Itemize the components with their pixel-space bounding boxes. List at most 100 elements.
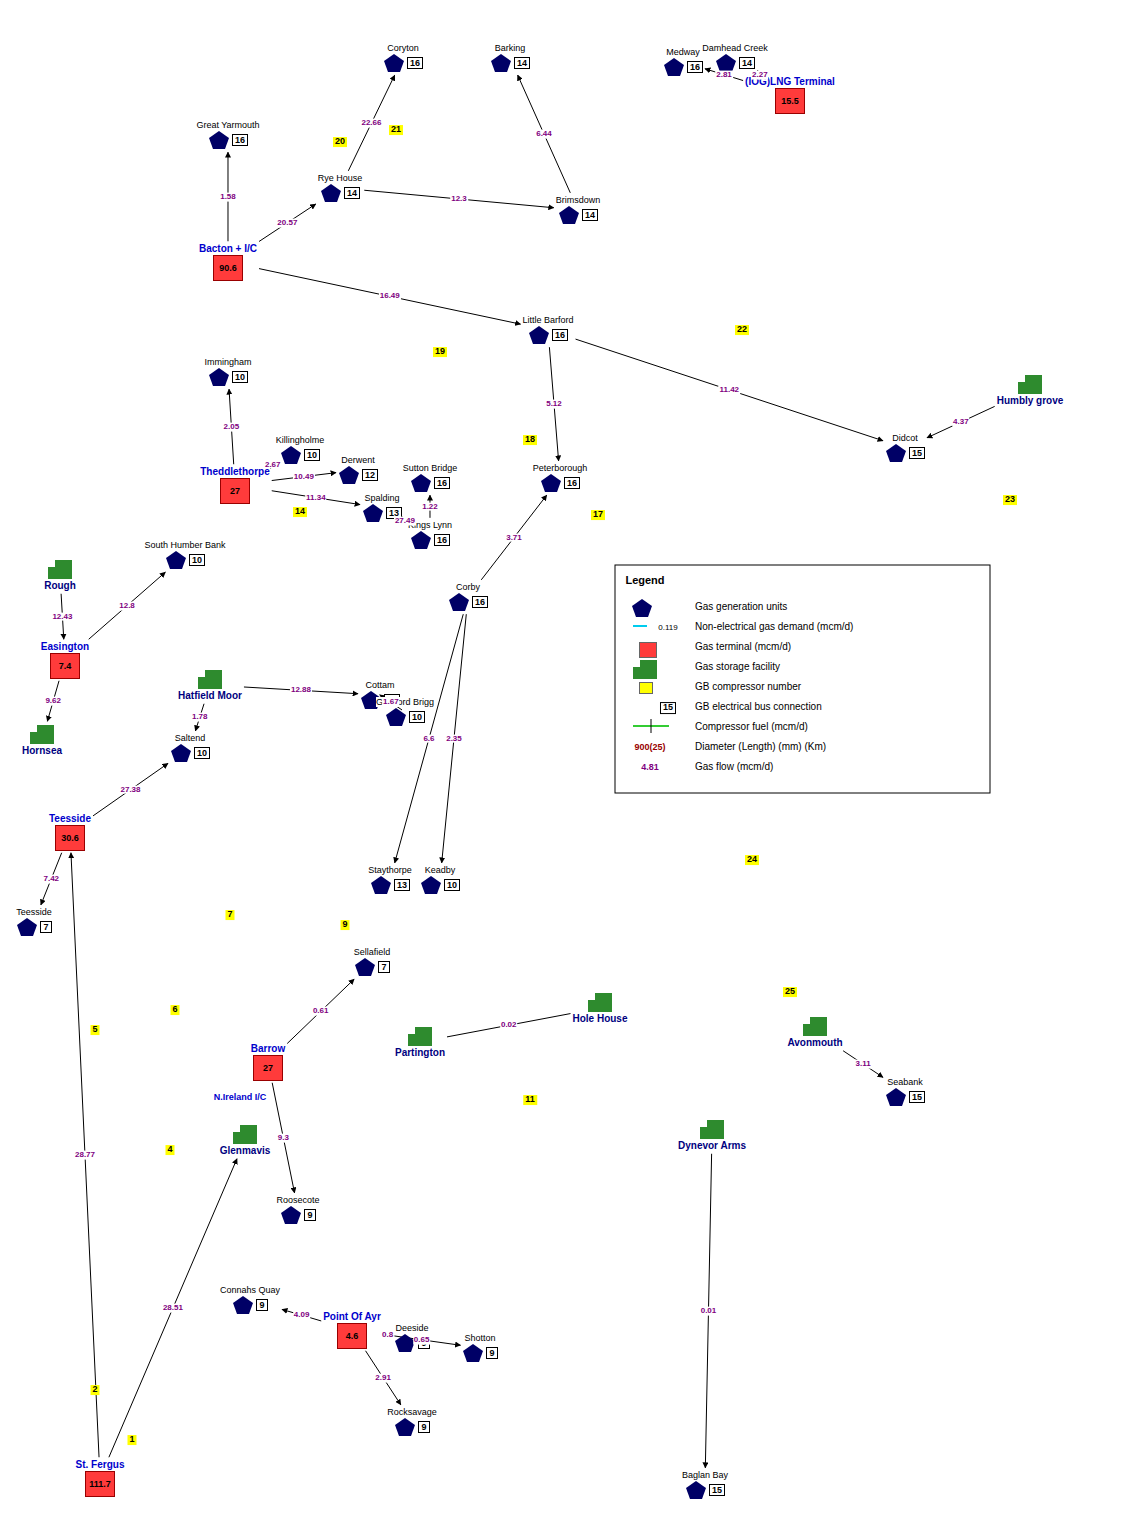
generation-icon (663, 57, 685, 77)
bus-number: 16 (564, 477, 580, 489)
sample-value: 4.81 (641, 763, 659, 773)
unit-row: 15 (685, 1480, 725, 1500)
generation-node: Keadby10 (420, 865, 460, 895)
pipeline (481, 495, 546, 580)
bus-number: 10 (189, 554, 205, 566)
unit-row: 10 (280, 445, 320, 465)
gas-flow: 3.11 (854, 1060, 871, 1069)
gas-flow: 16.49 (379, 292, 401, 301)
generation-icon (394, 1417, 416, 1437)
storage-node: Rough (44, 558, 76, 592)
fuel-tick (651, 719, 652, 733)
unit-name: Coryton (387, 43, 419, 53)
unit-name: Connahs Quay (220, 1285, 280, 1295)
storage-icon (46, 558, 74, 580)
pipeline (383, 1334, 461, 1345)
gas-flow: 2.91 (374, 1373, 392, 1382)
storage-name: Avonmouth (787, 1037, 842, 1049)
pipeline (364, 190, 553, 208)
generation-icon (462, 1343, 484, 1363)
terminal-node: Barrow27 (251, 1043, 285, 1081)
unit-row: 9 (280, 1205, 315, 1225)
terminal-supply: 15.5 (781, 96, 799, 106)
generation-shape (363, 504, 383, 522)
storage-node: Hole House (572, 991, 627, 1025)
unit-row: 7 (354, 957, 389, 977)
gas-flow: 6.44 (535, 130, 553, 139)
unit-row: 10 (208, 367, 248, 387)
pipeline (272, 473, 336, 481)
generation-icon (540, 473, 562, 493)
bus-number: 15 (909, 1091, 925, 1103)
storage-node: Dynevor Arms (678, 1118, 746, 1152)
unit-name: Sellafield (354, 947, 391, 957)
gas-flow: 2.05 (223, 422, 241, 431)
bus-number: 15 (909, 447, 925, 459)
compressor-number: 14 (293, 507, 307, 517)
gas-flow: 28.51 (162, 1304, 184, 1313)
terminal-name: Theddlethorpe (200, 466, 269, 478)
generation-node: Barking14 (490, 43, 530, 73)
generation-icon (410, 530, 432, 550)
generation-node: Connahs Quay 9 (220, 1285, 280, 1315)
storage-name: Glenmavis (220, 1145, 271, 1157)
storage-name: Rough (44, 580, 76, 592)
sample-value: 0.119 (658, 624, 677, 633)
storage-node: Avonmouth (787, 1015, 842, 1049)
unit-name: Rye House (318, 173, 363, 183)
generation-icon (280, 1205, 302, 1225)
unit-name: Keadby (425, 865, 456, 875)
unit-row: 16 (663, 57, 703, 77)
legend-text: Gas storage facility (695, 661, 780, 673)
unit-name: Derwent (341, 455, 375, 465)
unit-name: Spalding (364, 493, 399, 503)
unit-name: Sutton Bridge (403, 463, 458, 473)
gas-flow: 22.66 (360, 119, 382, 128)
pipeline (259, 269, 520, 325)
bus-number: 9 (418, 1421, 429, 1433)
legend-swatch (639, 682, 653, 694)
bus-number: 16 (687, 61, 703, 73)
generation-icon (385, 707, 407, 727)
generation-shape (233, 1296, 253, 1314)
compressor-number: 7 (225, 910, 234, 920)
compressor-number: 18 (523, 435, 537, 445)
unit-row: 9 (394, 1417, 429, 1437)
pipeline (259, 204, 316, 241)
unit-row: 7 (16, 917, 51, 937)
storage-icon (698, 1118, 726, 1140)
gas-flow: 2.81 (715, 70, 733, 79)
generation-icon (232, 1295, 254, 1315)
generation-node: Saltend10 (170, 733, 210, 763)
gas-flow: 0.02 (500, 1021, 518, 1030)
generation-icon (420, 875, 442, 895)
unit-name: Barking (495, 43, 526, 53)
bus-number: 12 (362, 469, 378, 481)
gas-flow: 4.37 (952, 418, 970, 427)
generation-icon (338, 465, 360, 485)
unit-name: Roosecote (276, 1195, 319, 1205)
terminal-square: 4.6 (337, 1323, 367, 1349)
terminal-square: 7.4 (50, 653, 80, 679)
bus-number: 9 (304, 1209, 315, 1221)
gas-flow: 1.58 (219, 192, 237, 201)
bus-number: 16 (434, 534, 450, 546)
storage-icon (1016, 373, 1044, 395)
unit-name: Baglan Bay (682, 1470, 728, 1480)
terminal-name: Teesside (49, 813, 91, 825)
terminal-name: Bacton + I/C (199, 243, 257, 255)
gas-flow: 11.34 (305, 493, 327, 502)
unit-row: 14 (558, 205, 598, 225)
generation-icon (558, 205, 580, 225)
bus-number: 9 (256, 1299, 267, 1311)
pipeline (282, 1309, 321, 1321)
bus-number: 7 (40, 921, 51, 933)
storage-name: Humbly grove (997, 395, 1064, 407)
terminal-node: Bacton + I/C90.6 (199, 243, 257, 281)
legend-heading: Legend (625, 574, 664, 586)
generation-icon (208, 130, 230, 150)
generation-node: Damhead Creek14 (702, 43, 768, 73)
gas-flow: 0.61 (312, 1007, 330, 1016)
gas-flow: 12.8 (118, 601, 136, 610)
storage-shape (30, 725, 54, 744)
